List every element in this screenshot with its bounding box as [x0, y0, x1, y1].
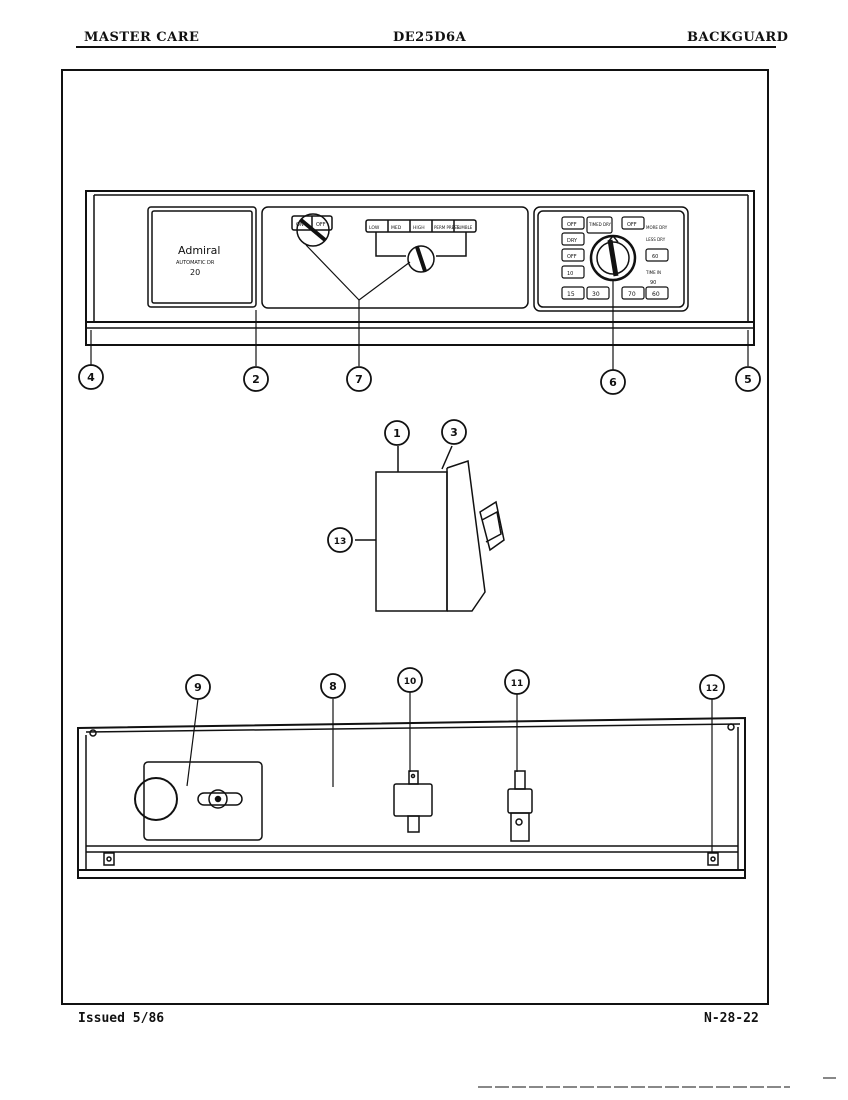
bracket-leader-lines [186, 692, 713, 852]
on-button-label: ON [296, 222, 304, 228]
callout-label-6: 6 [609, 376, 617, 389]
timer-90-label: 90 [650, 280, 656, 286]
selector-switch [507, 770, 533, 842]
callout-label-9: 9 [194, 681, 202, 694]
header-left: MASTER CARE [84, 30, 200, 45]
timer-off-label-1: OFF [567, 222, 577, 228]
off-button-label: OFF [316, 222, 326, 228]
callout-11 [504, 669, 530, 695]
timer-section [533, 206, 689, 312]
timer-button-grid[interactable] [561, 216, 669, 300]
selector-tumble-label: TUMBLE [455, 225, 473, 230]
callout-label-11: 11 [511, 679, 524, 689]
control-bracket [77, 716, 746, 879]
callout-3 [441, 419, 467, 445]
center-control-section [261, 206, 529, 309]
nameplate [147, 206, 257, 308]
timer-70-label: 70 [628, 291, 636, 298]
timer-off-label-3: OFF [567, 254, 577, 260]
callout-7 [346, 366, 372, 392]
callout-5 [735, 366, 761, 392]
model-number-text: 20 [190, 268, 200, 277]
brand-text: Admiral [178, 244, 220, 257]
callout-4 [78, 364, 104, 390]
footer-issued: Issued 5/86 [78, 1011, 165, 1026]
callout-label-3: 3 [450, 426, 458, 439]
callout-label-13: 13 [334, 537, 347, 547]
callout-label-2: 2 [252, 373, 260, 386]
selector-high-label: HIGH [413, 225, 425, 231]
timer-10-label: 10 [567, 271, 573, 277]
selector-button-group[interactable] [365, 219, 477, 233]
push-to-start-knob[interactable] [296, 213, 330, 247]
header-rule [76, 46, 776, 48]
timer-off-label-2: OFF [627, 222, 637, 228]
timer-more-dry-label: MORE DRY [646, 225, 668, 230]
callout-6 [600, 369, 626, 395]
callout-13 [327, 527, 353, 553]
callout-10 [397, 667, 423, 693]
callout-bubbles [78, 364, 761, 700]
callout-12 [699, 674, 725, 700]
callout-1 [384, 420, 410, 446]
callout-label-1: 1 [393, 427, 401, 440]
callout-9 [185, 674, 211, 700]
selector-perm-press-label: PERM PRESS [434, 225, 460, 230]
callout-8 [320, 673, 346, 699]
callout-label-4: 4 [87, 371, 95, 384]
timer-less-dry-label: LESS DRY [646, 237, 666, 242]
callout-label-5: 5 [744, 373, 752, 386]
console-leader-lines [90, 244, 749, 370]
timer-motor-plate [134, 761, 263, 841]
timer-60-label: 60 [652, 291, 660, 298]
callout-label-7: 7 [355, 373, 363, 386]
model-line-text: AUTOMATIC DR [176, 260, 215, 266]
timer-30-label: 30 [592, 291, 600, 298]
timer-time-in-label: TIME IN [645, 270, 661, 275]
callout-2 [243, 366, 269, 392]
timer-15-label: 15 [567, 291, 575, 298]
diagram-frame [61, 69, 769, 1005]
callout-label-8: 8 [329, 680, 337, 693]
selector-med-label: MED [391, 225, 402, 231]
footer-page-number: N-28-22 [704, 1011, 759, 1026]
side-profile [355, 445, 505, 612]
selector-knob[interactable] [407, 245, 435, 273]
timer-60-side-label: 60 [652, 254, 658, 260]
callout-label-12: 12 [706, 684, 719, 694]
callout-numbers: 1 2 3 4 5 6 7 8 9 10 11 12 13 [87, 371, 752, 694]
selector-low-label: LOW [369, 225, 380, 231]
console-panel: Admiral AUTOMATIC DR 20 ON OFF LOW MED H… [85, 190, 755, 346]
timer-dry-label: DRY [567, 238, 578, 244]
timer-timed-dry-label: TIMED DRY [588, 222, 612, 227]
header-center: DE25D6A [393, 30, 467, 45]
callout-label-10: 10 [404, 677, 417, 687]
push-switch [393, 770, 433, 833]
header-right: BACKGUARD [687, 30, 789, 45]
